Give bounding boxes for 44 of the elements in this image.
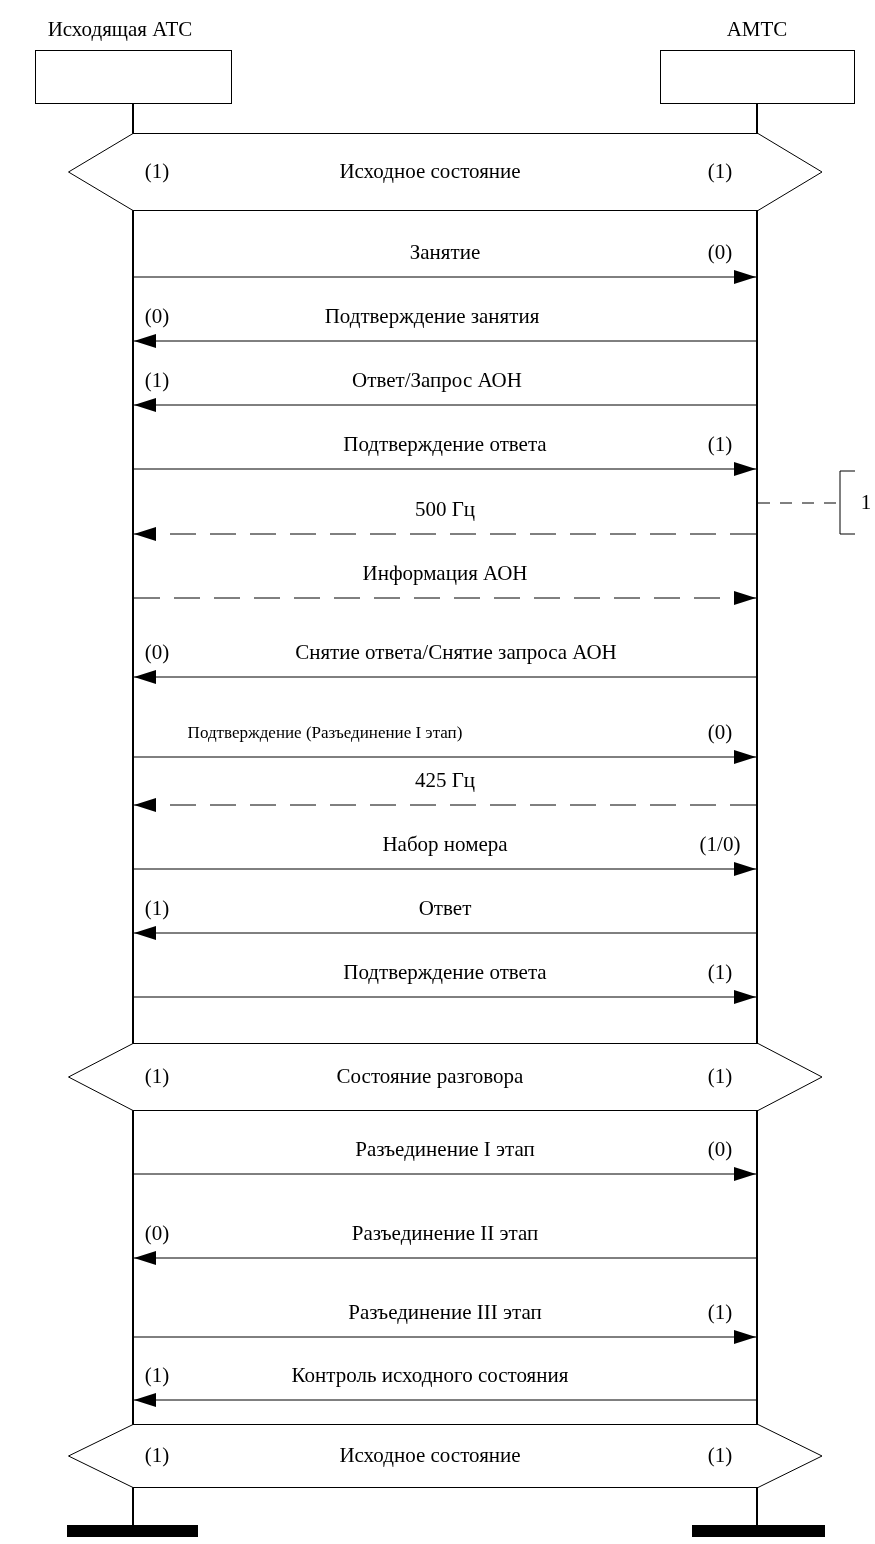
- message-arrow: [133, 750, 757, 764]
- signal-state: (1): [144, 897, 170, 921]
- message-arrow: [133, 398, 757, 412]
- message-arrow: [133, 334, 757, 348]
- signal-state: (0): [144, 305, 170, 329]
- state-name: Исходное состояние: [339, 1444, 521, 1468]
- state-value: (1): [707, 1444, 733, 1468]
- state-name: Состояние разговора: [336, 1065, 524, 1089]
- signal-state: (1): [144, 369, 170, 393]
- state-value: (1): [144, 1065, 170, 1089]
- message-arrow: [133, 527, 757, 541]
- signal-state: (0): [707, 721, 733, 745]
- message-label: Подтверждение (Разъединение I этап): [187, 723, 463, 743]
- message-label: Информация АОН: [362, 562, 528, 586]
- message-arrow: [133, 462, 757, 476]
- signal-state: (1/0): [699, 833, 741, 857]
- message-arrow: [133, 862, 757, 876]
- state-name: Исходное состояние: [339, 160, 521, 184]
- bracket-number: 1: [860, 491, 872, 515]
- signal-state: (1): [707, 961, 733, 985]
- message-arrow: [133, 1393, 757, 1407]
- message-arrow: [133, 591, 757, 605]
- message-arrow: [133, 1251, 757, 1265]
- state-value: (1): [144, 160, 170, 184]
- message-arrow: [133, 670, 757, 684]
- signal-state: (0): [144, 641, 170, 665]
- message-label: Набор номера: [382, 833, 508, 857]
- signal-state: (1): [707, 433, 733, 457]
- state-value: (1): [707, 1065, 733, 1089]
- signal-state: (0): [707, 1138, 733, 1162]
- message-arrow: [133, 1167, 757, 1181]
- message-arrow: [133, 270, 757, 284]
- participant-name: Исходящая АТС: [47, 18, 193, 42]
- participant-name: АМТС: [726, 18, 788, 42]
- message-arrow: [133, 1330, 757, 1344]
- state-value: (1): [144, 1444, 170, 1468]
- message-arrow: [133, 926, 757, 940]
- signal-state: (1): [144, 1364, 170, 1388]
- signal-state: (1): [707, 1301, 733, 1325]
- state-value: (1): [707, 160, 733, 184]
- signal-state: (0): [144, 1222, 170, 1246]
- signal-state: (0): [707, 241, 733, 265]
- message-arrow: [133, 798, 757, 812]
- message-arrow: [133, 990, 757, 1004]
